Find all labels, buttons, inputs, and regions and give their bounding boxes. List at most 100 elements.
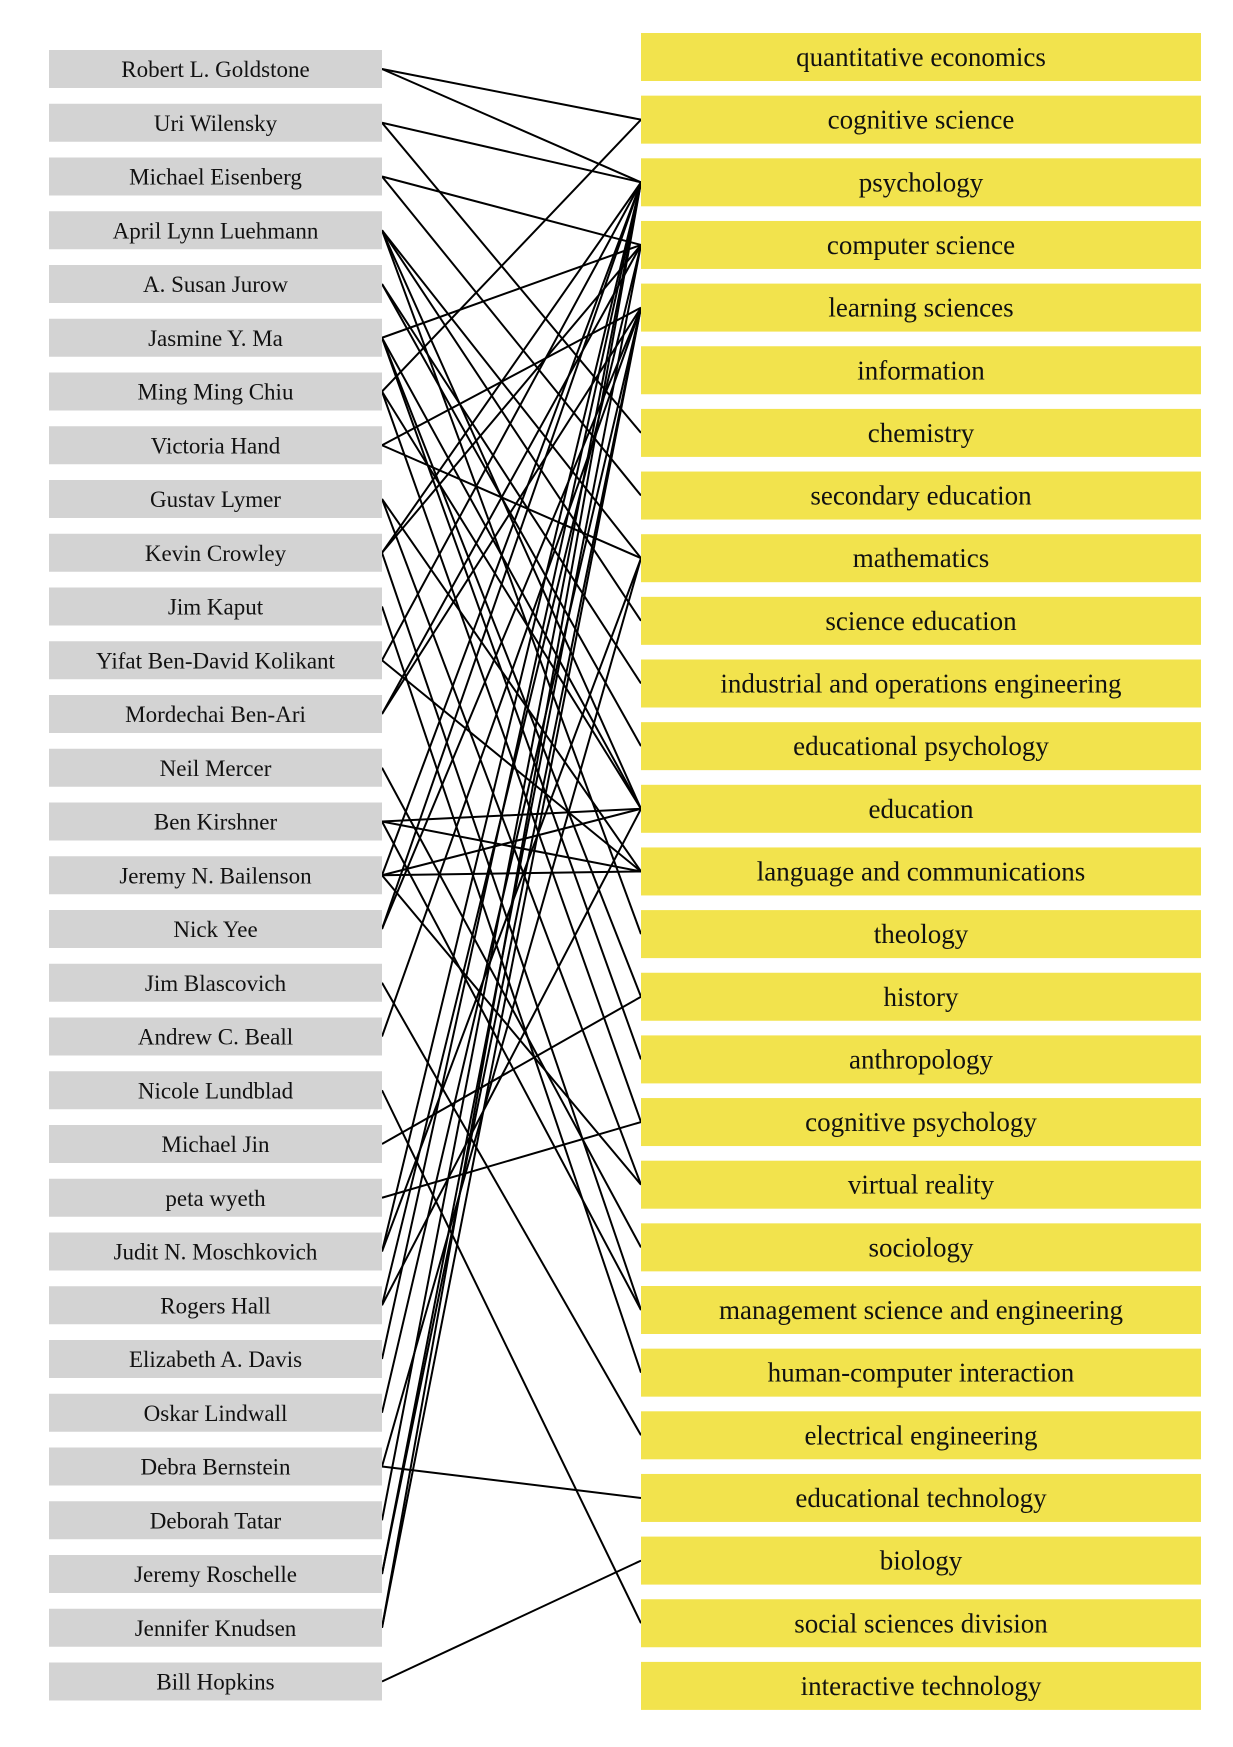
person-node-april-lynn-luehmann: April Lynn Luehmann <box>49 211 382 250</box>
person-box <box>49 587 382 626</box>
person-node-jeremy-n-bailenson: Jeremy N. Bailenson <box>49 856 382 895</box>
person-label: Jim Kaput <box>168 595 264 620</box>
field-label: human-computer interaction <box>768 1358 1075 1388</box>
person-label: Oskar Lindwall <box>144 1401 288 1426</box>
person-box <box>49 318 382 357</box>
link-yifat-ben-david-kolikant-to-language-and-communications <box>381 659 642 873</box>
field-node-industrial-and-operations-engineering: industrial and operations engineering <box>641 659 1201 708</box>
link-a-susan-jurow-to-educational-psychology <box>381 283 642 747</box>
field-box <box>641 784 1201 833</box>
person-node-judit-n-moschkovich: Judit N. Moschkovich <box>49 1232 382 1271</box>
person-label: Deborah Tatar <box>150 1508 282 1533</box>
person-node-neil-mercer: Neil Mercer <box>49 748 382 787</box>
person-node-jeremy-roschelle: Jeremy Roschelle <box>49 1555 382 1593</box>
person-label: Kevin Crowley <box>145 541 287 566</box>
field-box <box>641 220 1201 269</box>
field-label: social sciences division <box>794 1608 1048 1638</box>
field-node-chemistry: chemistry <box>641 408 1201 457</box>
field-node-science-education: science education <box>641 596 1201 645</box>
person-label: Neil Mercer <box>160 756 272 781</box>
field-box <box>641 1223 1201 1272</box>
person-box <box>49 372 382 411</box>
person-label: Victoria Hand <box>151 433 281 458</box>
field-box <box>641 95 1201 144</box>
field-node-theology: theology <box>641 910 1201 959</box>
field-box <box>641 1035 1201 1084</box>
person-box <box>49 856 382 895</box>
field-label: theology <box>874 919 969 949</box>
person-node-debra-bernstein: Debra Bernstein <box>49 1447 382 1486</box>
field-label: learning sciences <box>828 293 1013 323</box>
link-yifat-ben-david-kolikant-to-psychology <box>381 181 642 661</box>
link-uri-wilensky-to-psychology <box>381 121 642 184</box>
field-box <box>641 659 1201 708</box>
link-ming-ming-chiu-to-education <box>381 390 642 810</box>
person-label: Jim Blascovich <box>145 971 287 996</box>
person-label: Judit N. Moschkovich <box>114 1240 318 1265</box>
field-node-cognitive-psychology: cognitive psychology <box>641 1098 1201 1147</box>
field-node-psychology: psychology <box>641 158 1201 207</box>
field-node-sociology: sociology <box>641 1223 1201 1272</box>
person-box <box>49 211 382 250</box>
field-node-learning-sciences: learning sciences <box>641 283 1201 332</box>
person-node-victoria-hand: Victoria Hand <box>49 426 382 465</box>
person-node-a-susan-jurow: A. Susan Jurow <box>49 265 382 303</box>
field-box <box>641 158 1201 207</box>
person-node-jasmine-y-ma: Jasmine Y. Ma <box>49 318 382 357</box>
link-victoria-hand-to-mathematics <box>381 444 642 560</box>
link-mordechai-ben-ari-to-computer-science <box>381 244 642 715</box>
field-box <box>641 408 1201 457</box>
link-robert-l-goldstone-to-psychology <box>381 68 642 184</box>
link-gustav-lymer-to-language-and-communications <box>381 498 642 873</box>
field-node-information: information <box>641 346 1201 395</box>
person-box <box>49 1125 382 1163</box>
person-node-jim-blascovich: Jim Blascovich <box>49 963 382 1002</box>
field-label: educational psychology <box>793 731 1049 761</box>
person-box <box>49 533 382 572</box>
field-node-biology: biology <box>641 1536 1201 1585</box>
person-box <box>49 1393 382 1432</box>
person-label: Uri Wilensky <box>154 111 278 136</box>
person-box <box>49 910 382 948</box>
person-box <box>49 1662 382 1701</box>
field-label: virtual reality <box>848 1170 995 1200</box>
field-node-educational-psychology: educational psychology <box>641 722 1201 771</box>
person-node-nicole-lundblad: Nicole Lundblad <box>49 1071 382 1110</box>
person-node-rogers-hall: Rogers Hall <box>49 1286 382 1325</box>
person-label: Gustav Lymer <box>150 487 281 512</box>
field-box <box>641 847 1201 896</box>
person-node-jennifer-knudsen: Jennifer Knudsen <box>49 1608 382 1647</box>
field-node-virtual-reality: virtual reality <box>641 1160 1201 1209</box>
field-box <box>641 972 1201 1021</box>
link-michael-eisenberg-to-secondary-education <box>381 175 642 497</box>
person-node-robert-l-goldstone: Robert L. Goldstone <box>49 50 382 88</box>
person-label: A. Susan Jurow <box>143 272 288 297</box>
person-box <box>49 1447 382 1486</box>
field-box <box>641 283 1201 332</box>
person-label: Rogers Hall <box>160 1293 271 1318</box>
person-label: Jeremy N. Bailenson <box>119 863 312 888</box>
field-node-educational-technology: educational technology <box>641 1473 1201 1522</box>
link-jim-kaput-to-human-computer-interaction <box>381 606 642 1373</box>
link-judit-n-moschkovich-to-psychology <box>381 182 642 1252</box>
link-elizabeth-a-davis-to-psychology <box>381 182 642 1360</box>
field-label: cognitive science <box>828 105 1015 135</box>
field-label: quantitative economics <box>796 42 1046 72</box>
link-ming-ming-chiu-to-cognitive-science <box>381 118 642 393</box>
person-label: Ben Kirshner <box>154 810 278 835</box>
field-box <box>641 1160 1201 1209</box>
person-box <box>49 1608 382 1647</box>
field-node-language-and-communications: language and communications <box>641 847 1201 896</box>
person-node-ben-kirshner: Ben Kirshner <box>49 802 382 841</box>
person-node-ming-ming-chiu: Ming Ming Chiu <box>49 372 382 411</box>
field-box <box>641 471 1201 520</box>
link-peta-wyeth-to-cognitive-psychology <box>381 1121 642 1199</box>
person-label: Jasmine Y. Ma <box>148 326 283 351</box>
person-node-peta-wyeth: peta wyeth <box>49 1178 382 1217</box>
field-box <box>641 1473 1201 1522</box>
person-box <box>49 1017 382 1056</box>
link-oskar-lindwall-to-learning-sciences <box>381 307 642 1413</box>
field-label: information <box>857 355 985 385</box>
person-node-jim-kaput: Jim Kaput <box>49 587 382 626</box>
person-label: Nick Yee <box>173 917 257 942</box>
